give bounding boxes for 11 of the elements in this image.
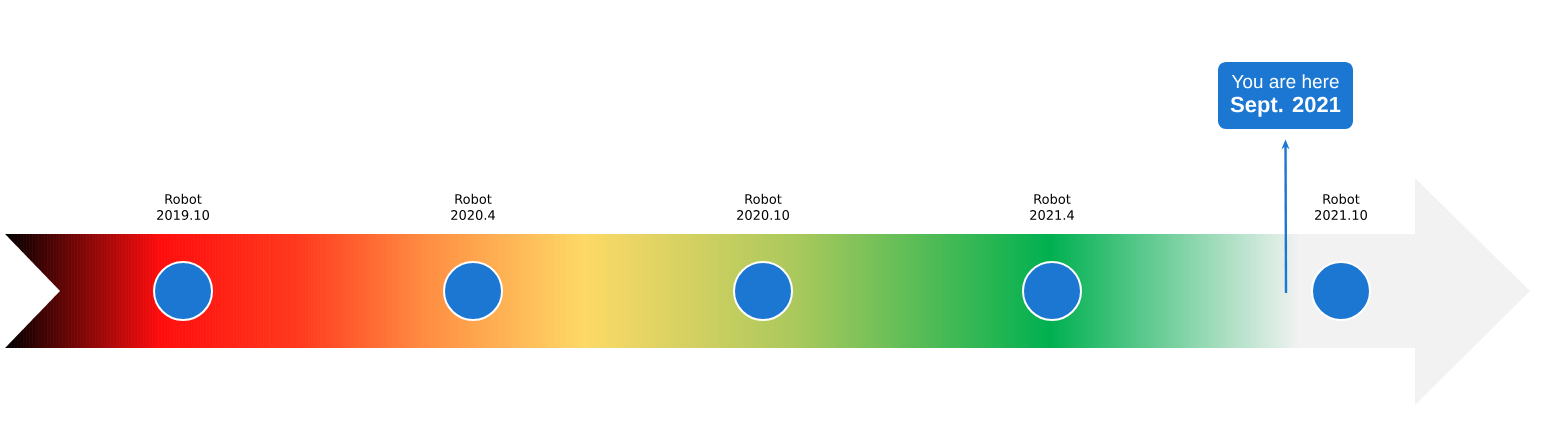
callout-box: You are here Sept. 2021 bbox=[1218, 62, 1353, 129]
date-label: Robot 2019.10 bbox=[157, 193, 209, 220]
date-label: Robot 2021.10 bbox=[1315, 193, 1367, 220]
milestone-dot bbox=[443, 261, 503, 321]
milestone-dot bbox=[1022, 261, 1082, 321]
milestone-dot bbox=[733, 261, 793, 321]
date-label: Robot 2020.10 bbox=[737, 193, 789, 220]
date-label: Robot 2020.4 bbox=[451, 193, 495, 220]
milestone-dot bbox=[153, 261, 213, 321]
milestone-dot bbox=[1311, 261, 1371, 321]
date-label: Robot 2021.4 bbox=[1030, 193, 1074, 220]
